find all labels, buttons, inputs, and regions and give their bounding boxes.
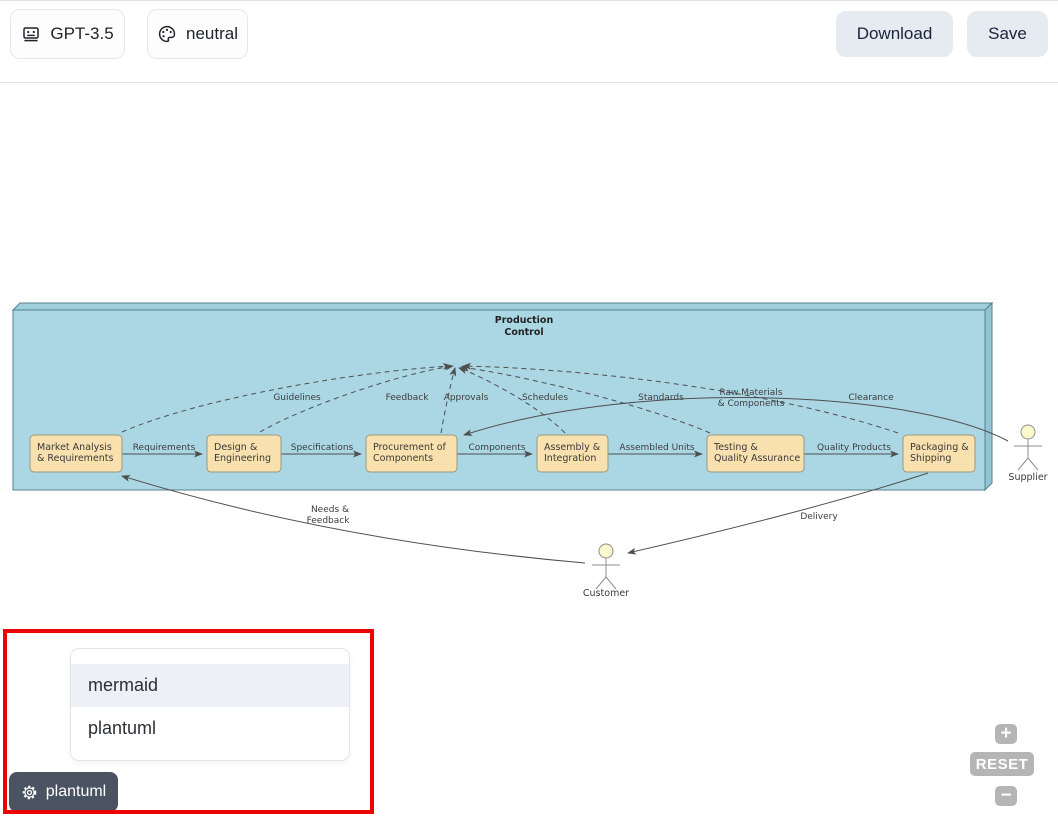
control-edges: Guidelines Feedback Approvals Schedules … [121,362,899,434]
zoom-reset-button[interactable]: RESET [970,752,1034,776]
edge-label-approvals: Approvals [444,393,489,403]
edge-label-quality-products: Quality Products [817,443,891,453]
box-label: Components [373,453,433,464]
edge-label-feedback: Feedback [386,393,430,403]
process-box-assembly: Assembly & Integration [536,434,609,473]
actor-supplier: Supplier [1008,424,1048,483]
actor-customer-label: Customer [583,588,629,599]
model-button[interactable]: GPT-3.5 [10,9,125,59]
theme-button[interactable]: neutral [147,9,248,59]
container-title-line1: Production [495,315,554,326]
process-box-procurement: Procurement of Components [365,434,458,473]
zoom-in-button[interactable]: + [995,723,1017,744]
format-option-plantuml[interactable]: plantuml [71,707,349,750]
format-toggle-label: plantuml [45,783,107,800]
edge-label-assembled-units: Assembled Units [619,443,694,453]
edge-label-needs-line2: Feedback [307,516,351,526]
edge-label-guidelines: Guidelines [273,393,321,403]
edge-label-requirements: Requirements [133,443,196,453]
save-button[interactable]: Save [967,11,1048,57]
customer-edges: Needs & Feedback Delivery [121,472,929,564]
format-option-label: mermaid [88,675,159,695]
edge-label-standards: Standards [638,393,684,403]
edge-label-raw-materials-line1: Raw Materials [719,388,782,398]
box-label: Design & [214,442,258,453]
header-divider [0,82,1058,83]
edge-label-clearance: Clearance [848,393,894,403]
box-label: & Requirements [37,453,114,464]
format-option-mermaid[interactable]: mermaid [71,664,349,707]
format-menu: mermaid plantuml [70,648,350,761]
format-option-label: plantuml [88,718,157,738]
edge-label-specifications: Specifications [291,443,354,453]
minus-icon: − [1000,785,1012,806]
annotation-highlight-box [3,629,374,814]
palette-icon [158,25,176,43]
container-title-line2: Control [504,327,543,338]
format-toggle-button[interactable]: plantuml [9,772,118,812]
gear-icon [22,785,37,799]
supplier-edge: Raw Materials & Components [463,388,1009,442]
process-flow-edges: Requirements Specifications Components A… [122,443,899,458]
theme-button-label: neutral [186,24,238,43]
robot-icon [23,27,40,42]
edge-label-needs-line1: Needs & [311,505,349,515]
download-button-label: Download [856,24,933,43]
box-label: Engineering [214,453,271,464]
save-button-label: Save [988,24,1027,43]
box-label: Quality Assurance [714,453,800,464]
box-label: Integration [544,453,596,464]
edge-label-schedules: Schedules [522,393,568,403]
process-box-packaging: Packaging & Shipping [902,434,976,473]
box-label: Shipping [910,453,951,464]
box-label: Assembly & [544,442,601,453]
box-label: Market Analysis [37,442,112,453]
download-button[interactable]: Download [836,11,953,57]
plus-icon: + [1000,723,1012,744]
process-box-testing: Testing & Quality Assurance [706,434,805,473]
process-box-design-engineering: Design & Engineering [206,434,282,473]
window-top-edge [0,0,1058,1]
edge-label-components: Components [469,443,526,453]
actor-customer: Customer [583,543,629,599]
actor-supplier-label: Supplier [1008,472,1047,483]
model-button-label: GPT-3.5 [50,24,114,43]
box-label: Procurement of [373,442,447,453]
box-label: Testing & [713,442,758,453]
diagram-canvas[interactable]: Production Control Guidelines Feedback A… [0,83,1058,623]
zoom-out-button[interactable]: − [995,785,1017,806]
edge-label-raw-materials-line2: & Components [718,399,785,409]
box-label: Packaging & [910,442,969,453]
zoom-reset-label: RESET [975,755,1029,773]
process-box-market-analysis: Market Analysis & Requirements [29,434,123,473]
production-control-container: Production Control [11,301,994,492]
edge-label-delivery: Delivery [800,512,838,522]
